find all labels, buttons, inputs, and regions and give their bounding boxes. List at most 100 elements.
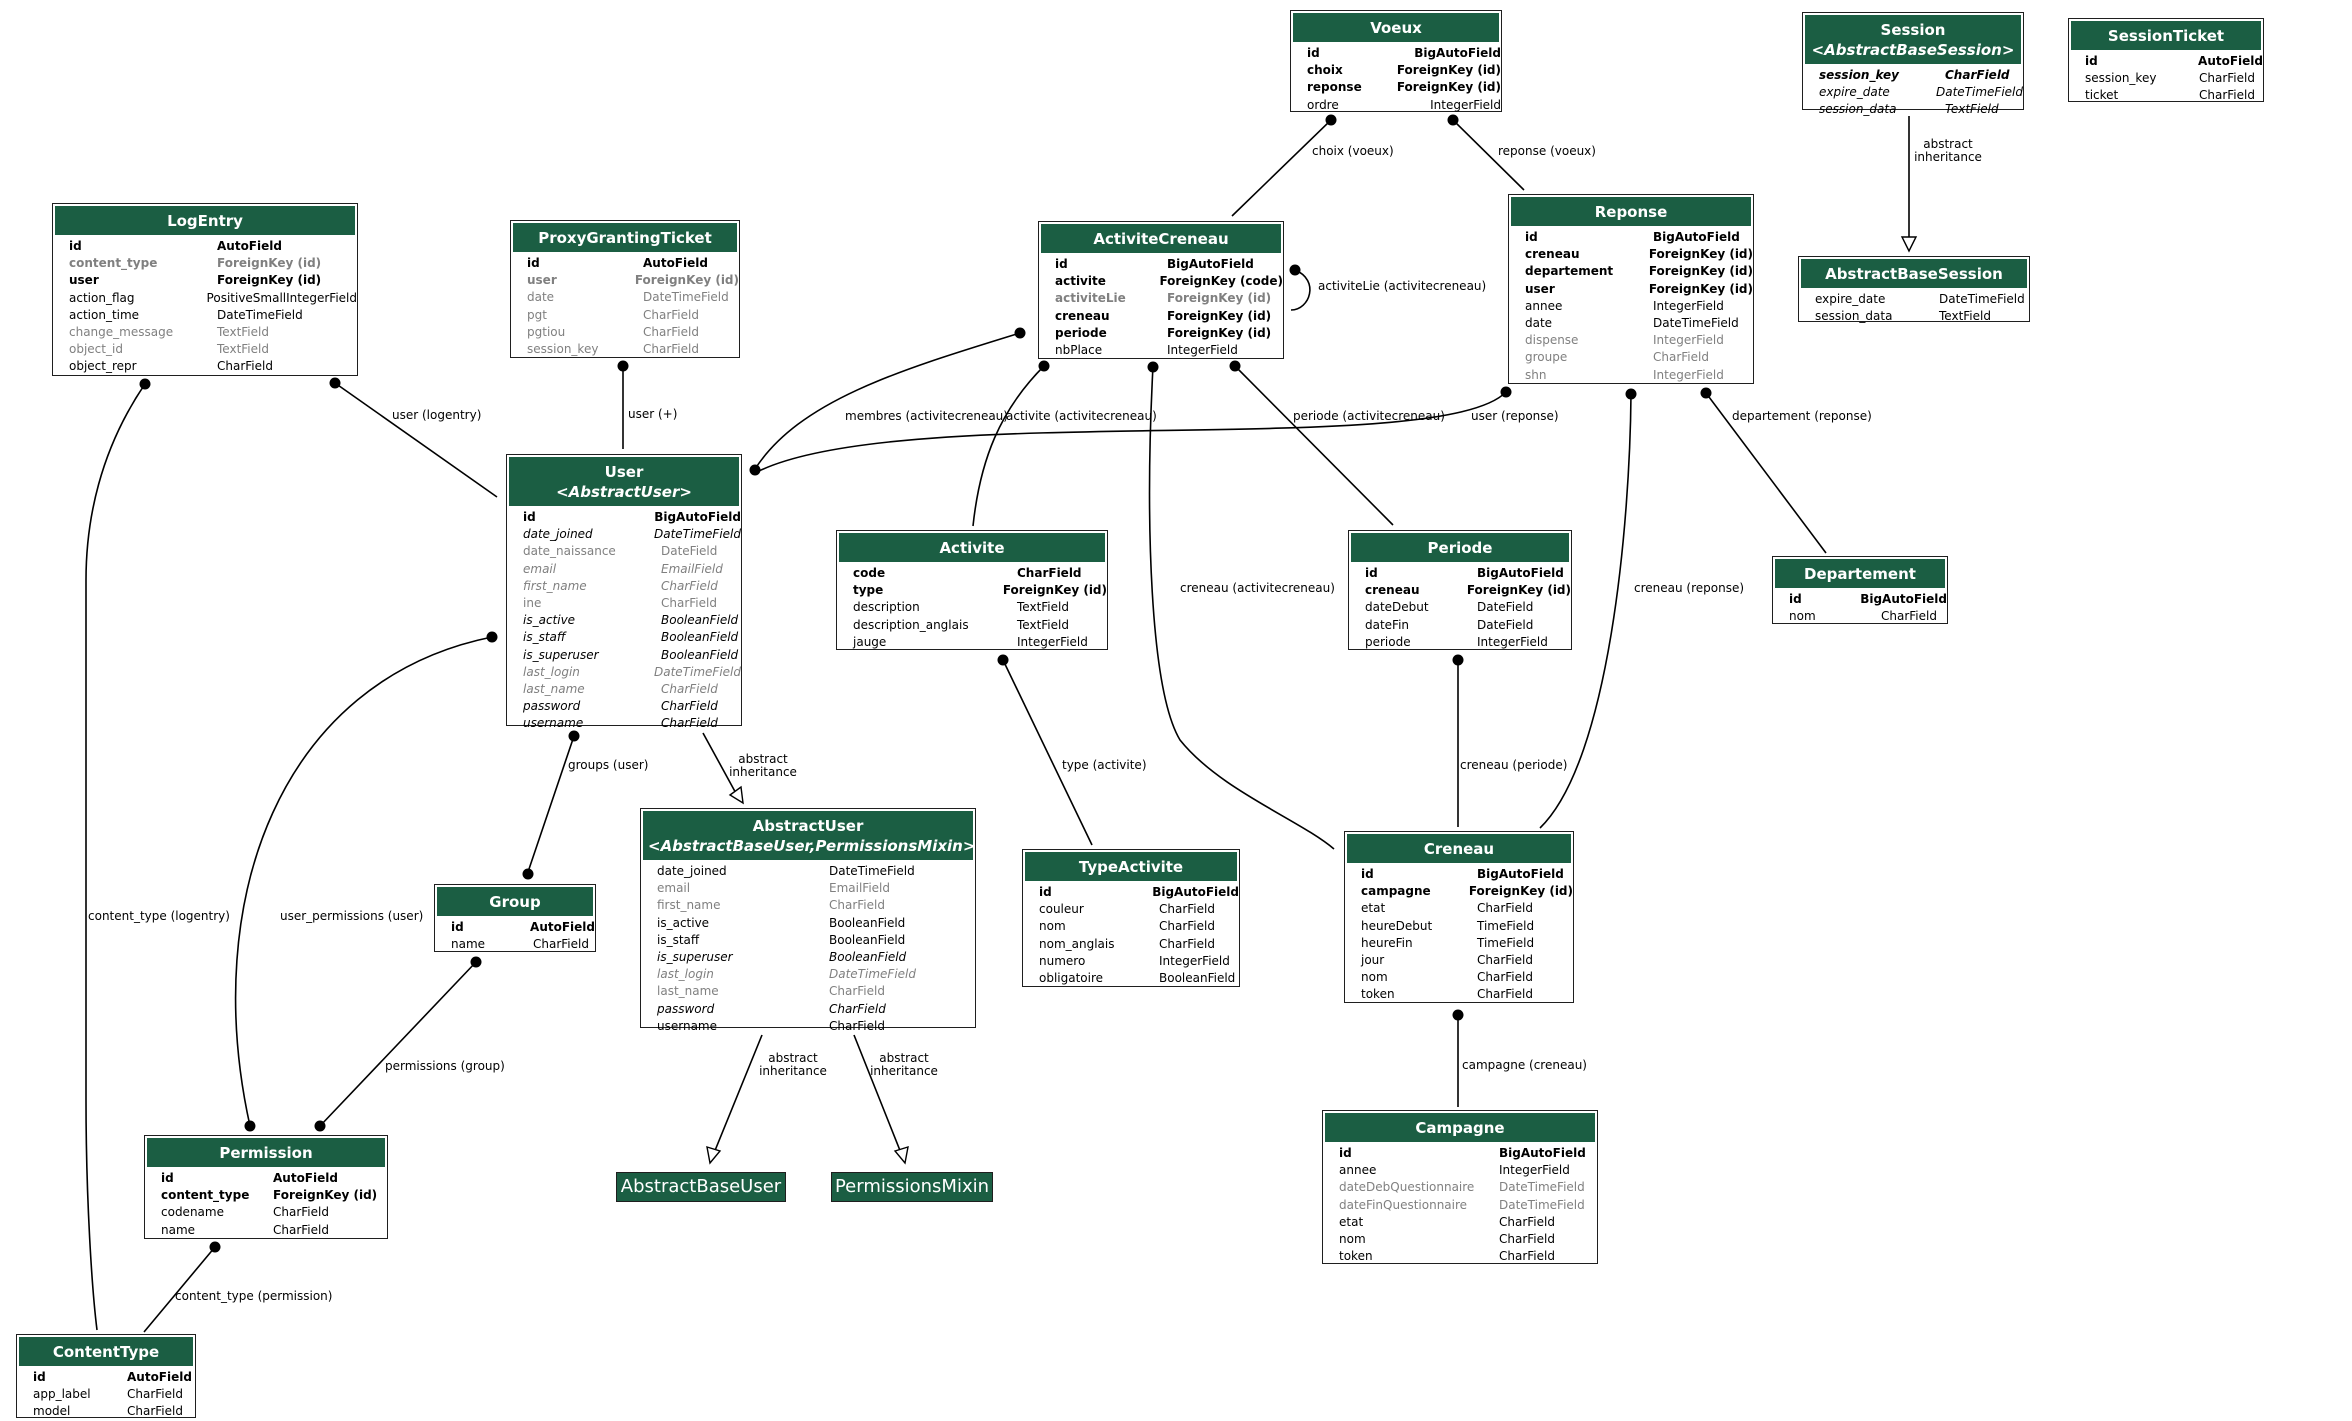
- relation-label: reponse (voeux): [1498, 144, 1596, 158]
- relation-line: [334, 382, 498, 498]
- field-type: BigAutoField: [1653, 230, 1740, 244]
- relation-endpoint-dot: [1452, 654, 1464, 666]
- field-type: CharField: [1499, 1232, 1555, 1247]
- field-type: CharField: [661, 682, 718, 697]
- relation-label: activite (activitecreneau): [1006, 409, 1157, 423]
- field-type: CharField: [1477, 987, 1533, 1002]
- field-type: BooleanField: [829, 950, 907, 965]
- relation-line: [1234, 365, 1394, 526]
- model-name: SessionTicket: [2107, 27, 2225, 45]
- relation-label: campagne (creneau): [1462, 1058, 1587, 1072]
- model-title: Departement: [1775, 559, 1945, 588]
- node-permissionsmixin[interactable]: PermissionsMixin: [831, 1172, 993, 1202]
- relation-line: [702, 732, 739, 798]
- field-name: id: [523, 510, 536, 524]
- field-type: CharField: [829, 1018, 885, 1033]
- inheritance-arrow: [706, 1145, 722, 1165]
- field-type: CharField: [643, 324, 699, 339]
- field-type: BigAutoField: [1499, 1146, 1586, 1160]
- field-name: password: [657, 1001, 715, 1016]
- field-name: nom: [1039, 919, 1066, 934]
- relation-label: choix (voeux): [1312, 144, 1394, 158]
- field-name: id: [1789, 592, 1802, 606]
- relation-line: [713, 1034, 763, 1154]
- field-name: ordre: [1307, 97, 1339, 112]
- field-name: date: [1525, 316, 1553, 331]
- field-type: BooleanField: [829, 932, 906, 947]
- model-name: Permission: [219, 1144, 313, 1162]
- field-type: TextField: [1017, 617, 1069, 632]
- node-abstractbaseuser[interactable]: AbstractBaseUser: [616, 1172, 786, 1202]
- field-name: jauge: [853, 634, 887, 649]
- model-title: SessionTicket: [2071, 21, 2261, 50]
- field-name: is_superuser: [523, 647, 599, 662]
- field-type: CharField: [829, 898, 885, 913]
- relation-endpoint-dot: [486, 631, 498, 643]
- model-abstractuser[interactable]: AbstractUser<AbstractBaseUser,Permission…: [640, 808, 976, 1033]
- field-name: is_superuser: [657, 950, 733, 965]
- field-name: expire_date: [1819, 85, 1890, 100]
- model-title: Campagne: [1325, 1113, 1595, 1142]
- field-name: action_time: [69, 307, 140, 322]
- model-title: ActiviteCreneau: [1041, 224, 1281, 253]
- field-name: object_repr: [69, 359, 137, 374]
- field-name: name: [161, 1222, 196, 1237]
- field-type: TextField: [1017, 600, 1069, 615]
- relation-label: membres (activitecreneau): [845, 409, 1008, 423]
- field-row: is_superuser BooleanField: [641, 949, 975, 966]
- field-name: email: [657, 881, 691, 896]
- field-name: last_login: [657, 967, 714, 982]
- field-type: ForeignKey (id): [1468, 884, 1573, 899]
- field-type: CharField: [661, 699, 718, 714]
- field-type: CharField: [661, 716, 718, 731]
- field-type: BigAutoField: [1167, 257, 1254, 271]
- field-name: date_joined: [523, 527, 593, 542]
- field-type: CharField: [2199, 71, 2255, 86]
- model-name: LogEntry: [167, 212, 243, 230]
- field-name: app_label: [33, 1387, 91, 1402]
- field-name: annee: [1525, 298, 1563, 313]
- relation-label: groups (user): [568, 758, 648, 772]
- field-type: BooleanField: [829, 915, 906, 930]
- relation-line: [1002, 659, 1093, 846]
- model-name: Voeux: [1370, 19, 1422, 37]
- field-type: CharField: [2199, 88, 2255, 103]
